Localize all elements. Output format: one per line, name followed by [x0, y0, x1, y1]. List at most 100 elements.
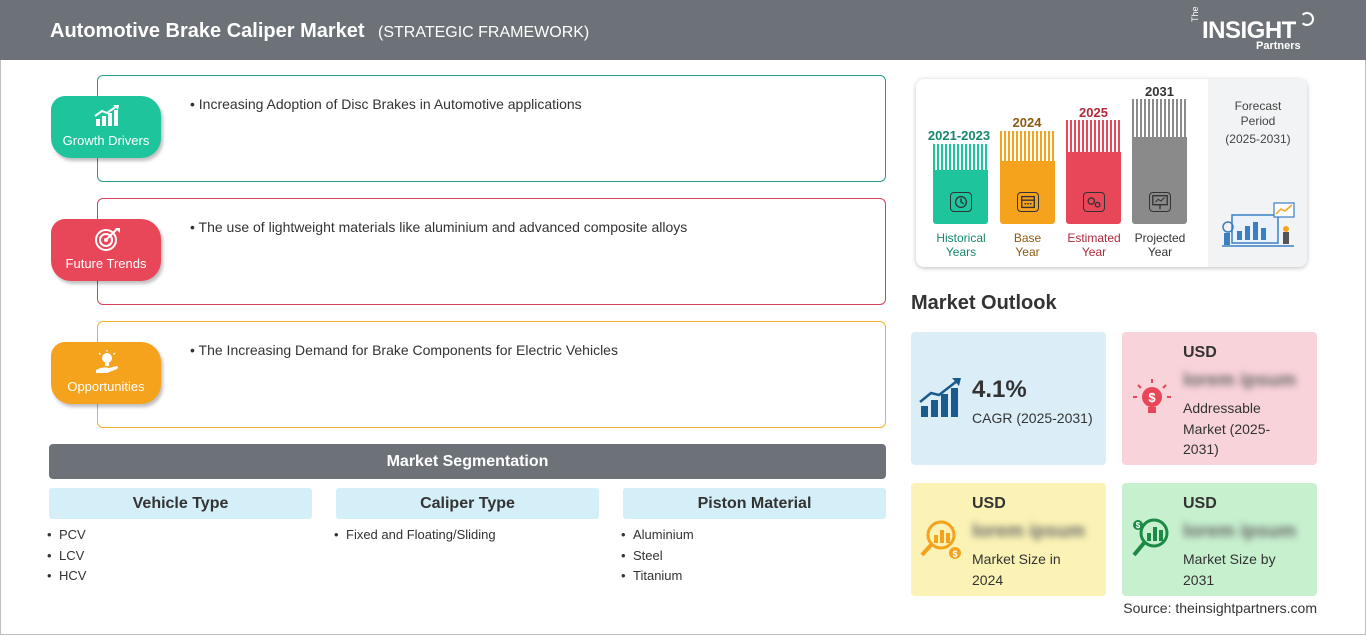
bar-stripes — [1000, 131, 1055, 161]
segment-head: Caliper Type — [336, 488, 599, 519]
bar-fill — [1066, 152, 1121, 224]
segment-item: PCV — [47, 525, 312, 546]
opportunities-label: Opportunities — [67, 379, 145, 394]
insight-partners-logo[interactable]: The INSIGHT Partners — [1188, 6, 1318, 54]
addressable-value-blurred: lorem ipsum — [1183, 370, 1296, 391]
period-line2: Year — [1147, 245, 1173, 259]
bar-stripes — [1132, 99, 1187, 137]
cagr-value: 4.1% — [972, 376, 1027, 403]
period-year: 2031 — [1145, 84, 1174, 99]
target-icon — [95, 228, 120, 251]
size-2031-currency: USD — [1183, 495, 1217, 512]
segment-item: LCV — [47, 546, 312, 567]
svg-text:$: $ — [1148, 390, 1156, 405]
opportunities-card: • The Increasing Demand for Brake Compon… — [97, 321, 886, 428]
forecast-line2: Period — [1240, 114, 1276, 128]
period-line1: Historical — [936, 231, 986, 245]
addressable-line3: 2031) — [1183, 441, 1219, 457]
dollar-bulb-icon: $ — [1133, 379, 1171, 413]
size-2024-line1: Market Size in — [972, 551, 1061, 567]
cagr-card: 4.1% CAGR (2025-2031) — [911, 332, 1106, 465]
period-bar-base — [1000, 131, 1055, 224]
segment-item: Aluminium — [621, 525, 886, 546]
growth-chart-icon — [94, 105, 119, 126]
opportunities-bullet: • The Increasing Demand for Brake Compon… — [190, 342, 618, 358]
segment-item: Fixed and Floating/Sliding — [334, 525, 599, 546]
growth-bars-icon — [919, 378, 961, 417]
segment-item: Steel — [621, 546, 886, 567]
period-label-historical: Historical Years — [921, 231, 1001, 259]
period-year: 2025 — [1079, 105, 1108, 120]
segment-list: Aluminium Steel Titanium — [621, 525, 886, 587]
market-outlook-title: Market Outlook — [911, 292, 1057, 314]
size-2031-value-blurred: lorem ipsum — [1183, 521, 1296, 542]
growth-drivers-bullet: • Increasing Adoption of Disc Brakes in … — [190, 96, 582, 112]
growth-drivers-card: • Increasing Adoption of Disc Brakes in … — [97, 75, 886, 182]
period-line2: Years — [945, 245, 977, 259]
size-2024-currency: USD — [972, 495, 1006, 512]
page-title: Automotive Brake Caliper Market — [50, 20, 365, 42]
presentation-board-icon — [1149, 192, 1171, 212]
segment-item: HCV — [47, 566, 312, 587]
money-magnifier-icon: $ — [920, 520, 961, 559]
forecast-line3: (2025-2031) — [1225, 132, 1291, 146]
gears-icon — [1083, 192, 1105, 212]
period-label-projected: Projected Year — [1128, 231, 1192, 259]
segment-piston-material: Piston Material Aluminium Steel Titanium — [621, 488, 886, 587]
period-year: 2021-2023 — [927, 128, 991, 143]
period-bar-projected — [1132, 99, 1187, 224]
market-size-2031-card: $ USD lorem ipsum Market Size by 2031 — [1122, 483, 1317, 596]
calendar-icon — [1017, 192, 1039, 212]
period-bar-historical — [933, 144, 988, 224]
size-2031-line2: 2031 — [1183, 571, 1215, 588]
period-line1: Base — [1013, 231, 1042, 245]
period-line1: Estimated — [1067, 231, 1121, 245]
market-size-2024-card: $ USD lorem ipsum Market Size in 2024 — [911, 483, 1106, 596]
segment-list: PCV LCV HCV — [47, 525, 312, 587]
addressable-line2: Market (2025- — [1183, 420, 1271, 437]
period-line2: Year — [1015, 245, 1040, 259]
segment-vehicle-type: Vehicle Type PCV LCV HCV — [47, 488, 312, 587]
source-citation[interactable]: Source: theinsightpartners.com — [1123, 600, 1317, 616]
lightbulb-hand-icon — [96, 350, 118, 373]
addressable-currency: USD — [1183, 344, 1217, 361]
future-trends-card: • The use of lightweight materials like … — [97, 198, 886, 305]
chart-magnifier-icon: $ — [1132, 518, 1169, 557]
forecast-period-label: Forecast Period (2025-2031) — [1212, 99, 1304, 147]
segment-head: Piston Material — [623, 488, 886, 519]
period-year: 2024 — [1012, 115, 1042, 130]
bar-stripes — [933, 144, 988, 170]
svg-text:$: $ — [1136, 521, 1141, 530]
cagr-label: CAGR (2025-2031) — [972, 410, 1093, 426]
opportunities-badge: Opportunities — [51, 342, 161, 404]
history-clock-icon — [950, 192, 972, 212]
bar-fill — [1132, 137, 1187, 224]
market-segmentation-header: Market Segmentation — [49, 444, 886, 479]
segment-item: Titanium — [621, 566, 886, 587]
logo-the: The — [1190, 6, 1200, 22]
period-bar-estimated — [1066, 120, 1121, 224]
size-2024-label: Market Size in 2024 — [972, 549, 1061, 590]
addressable-label: Addressable Market (2025- 2031) — [1183, 398, 1270, 460]
svg-text:$: $ — [952, 549, 957, 559]
size-2031-line1: Market Size by — [1183, 551, 1276, 567]
future-trends-label: Future Trends — [65, 256, 147, 271]
period-line1: Projected — [1134, 231, 1186, 245]
period-label-estimated: Estimated Year — [1062, 231, 1126, 259]
size-2031-label: Market Size by 2031 — [1183, 549, 1276, 590]
analytics-illustration-icon — [1222, 202, 1295, 247]
forecast-line1: Forecast — [1234, 99, 1282, 113]
future-trends-bullet: • The use of lightweight materials like … — [190, 219, 688, 235]
growth-drivers-label: Growth Drivers — [62, 133, 150, 148]
addressable-market-card: $ USD lorem ipsum Addressable Market (20… — [1122, 332, 1317, 465]
logo-arc-icon — [1300, 12, 1314, 26]
period-label-base: Base Year — [1000, 231, 1055, 259]
logo-partners: Partners — [1256, 40, 1301, 52]
header-bar: Automotive Brake Caliper Market (STRATEG… — [0, 0, 1366, 60]
segment-list: Fixed and Floating/Sliding — [334, 525, 599, 546]
page-subtitle: (STRATEGIC FRAMEWORK) — [378, 24, 590, 41]
period-line2: Year — [1081, 245, 1107, 259]
size-2024-line2: 2024 — [972, 571, 1004, 588]
segment-head: Vehicle Type — [49, 488, 312, 519]
segment-caliper-type: Caliper Type Fixed and Floating/Sliding — [334, 488, 599, 546]
